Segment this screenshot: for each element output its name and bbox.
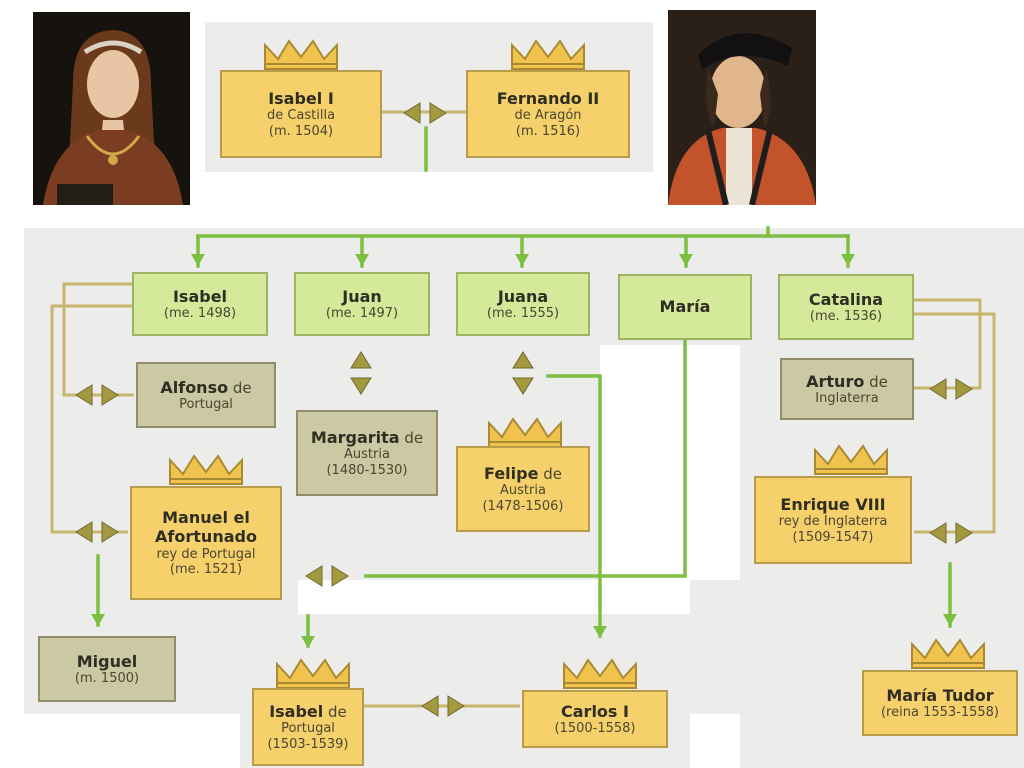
- person-name: Fernando II: [496, 88, 600, 108]
- person-juan: Juan (me. 1497): [294, 272, 430, 336]
- person-title: Austria: [500, 483, 546, 498]
- person-enrique-viii: Enrique VIII rey de Inglaterra (1509-154…: [754, 476, 912, 564]
- marriage-arrows-icon: [403, 102, 447, 124]
- panel-gap: [298, 580, 690, 614]
- crown-icon: [814, 444, 888, 475]
- person-name-suffix: de: [228, 378, 252, 397]
- marriage-arrows-icon: [929, 378, 973, 400]
- person-dates: (1480-1530): [326, 462, 408, 478]
- crown-icon: [911, 638, 985, 669]
- person-name: Juan: [342, 286, 382, 306]
- person-title: Portugal: [179, 396, 233, 412]
- crown-icon: [276, 658, 350, 689]
- person-name: Catalina: [808, 289, 884, 309]
- person-name: Isabel I: [268, 88, 334, 108]
- person-arturo: Arturo de Inglaterra: [780, 358, 914, 420]
- person-manuel: Manuel el Afortunado rey de Portugal (me…: [130, 486, 282, 600]
- person-title: rey de Inglaterra: [778, 514, 888, 529]
- portrait-isabel-i: [33, 12, 190, 205]
- person-maria: María: [618, 274, 752, 340]
- person-isabel-i: Isabel I de Castilla (m. 1504): [220, 70, 382, 158]
- person-name: Carlos I: [561, 701, 629, 721]
- panel-gap-right: [600, 345, 740, 580]
- person-name-suffix: de: [399, 428, 424, 447]
- person-dates: (m. 1504): [268, 123, 334, 139]
- person-dates: (1509-1547): [792, 529, 874, 545]
- person-name: Enrique VIII: [780, 494, 886, 514]
- person-name-suffix: de: [323, 702, 347, 721]
- person-name-text: Alfonso: [160, 377, 229, 397]
- person-name-line2: Afortunado: [155, 527, 257, 547]
- person-isabel: Isabel (me. 1498): [132, 272, 268, 336]
- person-name-text: Arturo: [806, 371, 865, 391]
- person-dates: (1500-1558): [554, 720, 636, 736]
- person-name-suffix: de: [864, 372, 888, 391]
- person-name: María: [659, 297, 711, 317]
- person-title: de Aragón: [514, 108, 582, 123]
- person-title: rey de Portugal: [156, 546, 256, 562]
- person-margarita: Margarita de Austria (1480-1530): [296, 410, 438, 496]
- person-maria-tudor: María Tudor (reina 1553-1558): [862, 670, 1018, 736]
- person-name: Alfonso de: [160, 378, 251, 397]
- person-name-text: Felipe: [484, 463, 539, 483]
- person-catalina: Catalina (me. 1536): [778, 274, 914, 340]
- person-miguel: Miguel (m. 1500): [38, 636, 176, 702]
- person-juana: Juana (me. 1555): [456, 272, 590, 336]
- portrait-fernando-ii: [668, 10, 816, 205]
- person-name-text: Margarita: [310, 427, 400, 447]
- person-name-text: Isabel: [269, 701, 324, 721]
- person-name: Felipe de: [484, 464, 562, 483]
- crown-icon: [563, 658, 637, 689]
- person-name: Arturo de: [806, 372, 888, 391]
- person-alfonso: Alfonso de Portugal: [136, 362, 276, 428]
- person-dates: (m. 1516): [515, 123, 581, 139]
- person-name: Manuel el: [162, 508, 250, 528]
- crown-icon: [511, 39, 585, 70]
- marriage-arrows-icon: [421, 695, 465, 717]
- person-felipe: Felipe de Austria (1478-1506): [456, 446, 590, 532]
- crown-icon: [169, 454, 243, 485]
- person-dates: (me. 1497): [325, 305, 399, 321]
- person-dates: (1503-1539): [267, 736, 349, 752]
- person-dates: (me. 1536): [809, 308, 883, 324]
- person-title: Portugal: [281, 721, 335, 736]
- crown-icon: [488, 417, 562, 448]
- marriage-arrows-icon: [512, 351, 534, 395]
- person-dates: (me. 1555): [486, 305, 560, 321]
- person-fernando-ii: Fernando II de Aragón (m. 1516): [466, 70, 630, 158]
- person-title: Austria: [344, 447, 390, 462]
- marriage-arrows-icon: [305, 565, 349, 587]
- marriage-arrows-icon: [350, 351, 372, 395]
- person-name: Isabel: [172, 286, 228, 306]
- person-name: Isabel de: [269, 702, 347, 721]
- marriage-arrows-icon: [75, 384, 119, 406]
- person-isabel-de-portugal: Isabel de Portugal (1503-1539): [252, 688, 364, 766]
- marriage-arrows-icon: [929, 522, 973, 544]
- person-dates: (me. 1498): [163, 305, 237, 321]
- person-title: Inglaterra: [815, 390, 879, 406]
- person-carlos-i: Carlos I (1500-1558): [522, 690, 668, 748]
- marriage-arrows-icon: [75, 521, 119, 543]
- person-dates: (reina 1553-1558): [880, 704, 999, 720]
- person-title: de Castilla: [266, 108, 336, 123]
- person-name-suffix: de: [538, 464, 562, 483]
- person-name: María Tudor: [886, 685, 994, 705]
- crown-icon: [264, 39, 338, 70]
- person-name: Margarita de: [311, 428, 423, 447]
- person-dates: (1478-1506): [482, 498, 564, 514]
- person-dates: (me. 1521): [169, 562, 243, 578]
- person-name: Miguel: [76, 651, 138, 671]
- person-dates: (m. 1500): [74, 670, 140, 686]
- person-name: Juana: [497, 286, 549, 306]
